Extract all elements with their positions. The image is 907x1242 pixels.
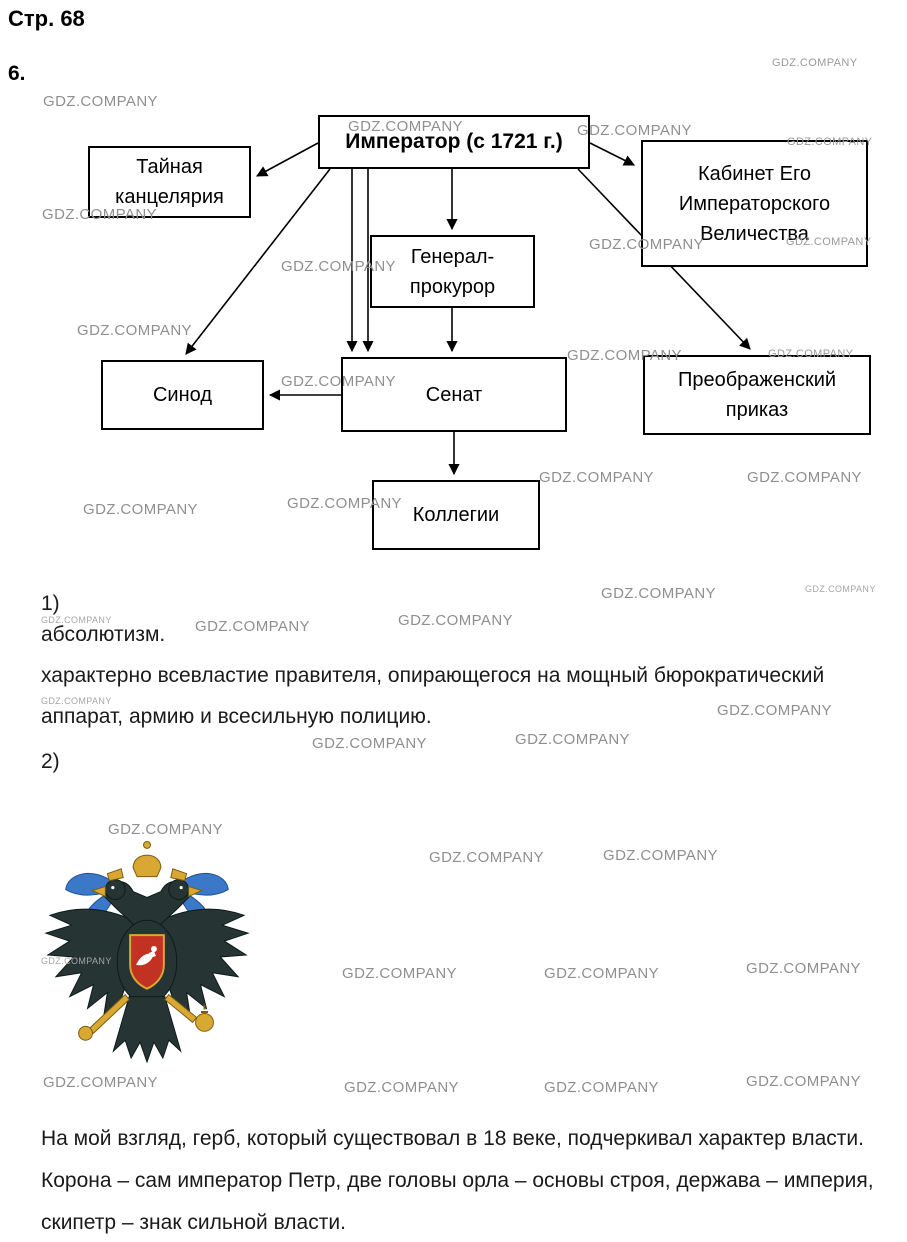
page-title: Стр. 68 — [8, 6, 85, 31]
eagle-body — [44, 879, 250, 1064]
eagle-right-eye — [179, 885, 183, 890]
watermark: GDZ.COMPANY — [195, 618, 310, 635]
watermark: GDZ.COMPANY — [772, 57, 858, 69]
eagle-gold-regalia — [78, 840, 214, 1041]
watermark: GDZ.COMPANY — [544, 1079, 659, 1096]
diagram-box-emperor: Император (с 1721 г.) — [318, 115, 590, 169]
watermark: GDZ.COMPANY — [805, 584, 876, 594]
question-number: 6. — [8, 62, 26, 85]
answer-2-text: На мой взгляд, герб, который существовал… — [41, 1127, 874, 1234]
watermark: GDZ.COMPANY — [746, 1073, 861, 1090]
watermark: GDZ.COMPANY — [312, 735, 427, 752]
watermark: GDZ.COMPANY — [43, 1074, 158, 1091]
answer-1-label: 1) — [41, 592, 60, 615]
watermark: GDZ.COMPANY — [342, 965, 457, 982]
eagle-left-eye — [111, 885, 115, 890]
watermark: GDZ.COMPANY — [108, 821, 223, 838]
watermark: GDZ.COMPANY — [544, 965, 659, 982]
watermark: GDZ.COMPANY — [603, 847, 718, 864]
orb-cross — [201, 1004, 208, 1013]
answer-1-text: характерно всевластие правителя, опирающ… — [41, 664, 825, 728]
watermark: GDZ.COMPANY — [746, 960, 861, 977]
watermark: GDZ.COMPANY — [429, 849, 544, 866]
coat-of-arms-image — [44, 840, 250, 1064]
diagram-box-preobrazhensky: Преображенский приказ — [643, 355, 871, 435]
answer-2-label: 2) — [41, 750, 60, 773]
diagram-box-cabinet: Кабинет Его Императорского Величества — [641, 140, 868, 267]
diagram-box-senate: Сенат — [341, 357, 567, 432]
watermark: GDZ.COMPANY — [601, 585, 716, 602]
watermark: GDZ.COMPANY — [398, 612, 513, 629]
government-structure-diagram: Император (с 1721 г.) Тайная канцелярия … — [0, 105, 907, 567]
answer-1-term: абсолютизм. — [41, 623, 166, 646]
diagram-box-synod: Синод — [101, 360, 264, 430]
diagram-box-prosecutor-general: Генерал-прокурор — [370, 235, 535, 308]
diagram-arrows — [185, 142, 751, 476]
watermark: GDZ.COMPANY — [344, 1079, 459, 1096]
shield-rider — [136, 946, 157, 966]
diagram-box-collegiums: Коллегии — [372, 480, 540, 550]
diagram-box-secret-chancellery: Тайная канцелярия — [88, 146, 251, 218]
